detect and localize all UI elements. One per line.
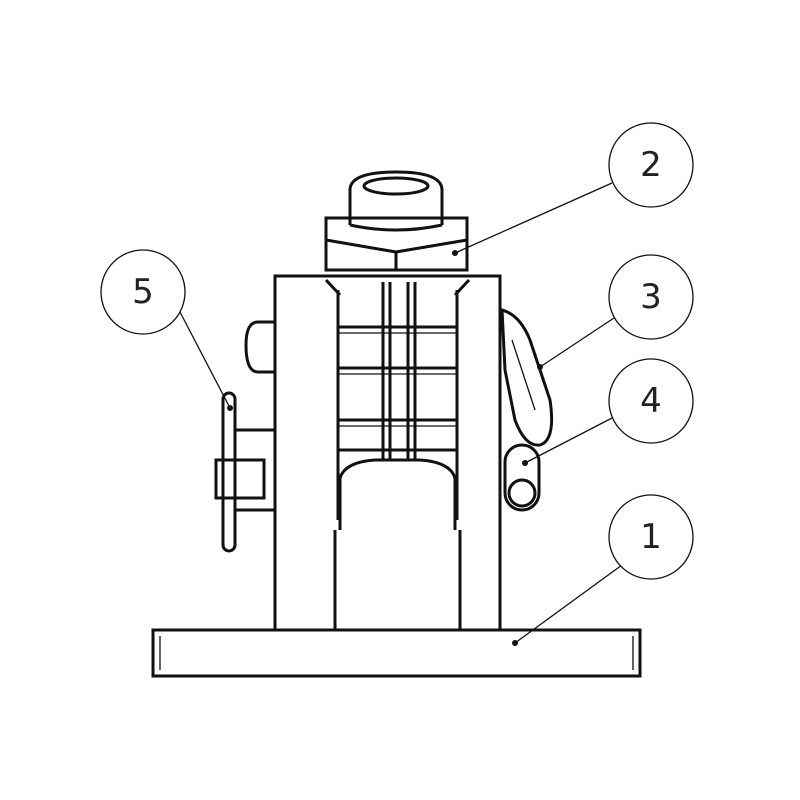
pivot-pin [503,443,541,512]
callout-2: 2 [608,122,694,208]
callout-5: 5 [100,249,186,335]
svg-text:5: 5 [132,272,154,312]
svg-text:4: 4 [640,381,662,421]
jack-body [273,274,502,632]
svg-text:2: 2 [640,145,662,185]
svg-text:3: 3 [640,277,662,317]
callout-1: 1 [608,494,694,580]
callout-4: 4 [608,358,694,444]
ram-cap [348,170,444,232]
release-valve [214,391,277,553]
handle [500,307,554,447]
base-plate [151,628,642,678]
svg-text:1: 1 [640,517,662,557]
callout-3: 3 [608,254,694,340]
side-knob [244,320,275,374]
hex-nut [324,216,469,272]
